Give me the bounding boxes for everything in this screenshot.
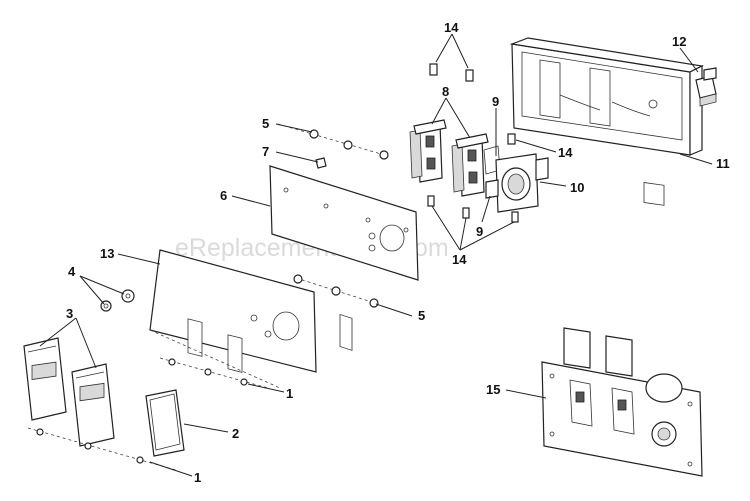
washer-pair [100,289,135,312]
screw-row-bottom [293,274,379,308]
callout-8: 8 [442,84,449,99]
duplex-receptacle-left [409,119,447,183]
outlet-box-housing [509,37,704,206]
callout-1-bottom: 1 [194,470,201,485]
callout-9-bottom: 9 [476,224,483,239]
clip-pair-top [429,63,474,82]
callout-6: 6 [220,188,227,203]
screw-set-mid [159,357,269,389]
callout-1-mid: 1 [286,386,293,401]
callout-9-top: 9 [492,94,499,109]
clip-single-mid [507,133,516,145]
callout-10: 10 [570,180,584,195]
callout-15: 15 [486,382,500,397]
switch-part [695,67,717,107]
callout-14-mid: 14 [558,145,573,160]
leader-lines [39,33,713,477]
callout-11: 11 [716,156,730,171]
clip-set-bottom [427,195,519,223]
callout-5-top: 5 [262,116,269,131]
gasket-plate [149,249,317,389]
outlet-cover-left [23,337,67,421]
callout-2: 2 [232,426,239,441]
callout-7: 7 [262,144,269,159]
callout-3: 3 [66,306,73,321]
screw-row-top [277,123,389,160]
duplex-receptacle-right [451,133,501,197]
callout-labels: 14 12 8 9 5 14 7 11 10 6 9 14 13 4 3 5 1… [66,20,730,485]
callout-5-bottom: 5 [418,308,425,323]
twistlock-cover [145,389,185,457]
callout-14-bottom: 14 [452,252,467,267]
screw-set-bottom [27,427,177,471]
screw-seven [315,157,327,169]
callout-13: 13 [100,246,114,261]
twist-lock-receptacle [485,153,549,213]
callout-14-top: 14 [444,20,459,35]
callout-12: 12 [672,34,686,49]
callout-4: 4 [68,264,76,279]
assembled-panel [541,327,703,477]
outlet-cover-right [71,363,115,447]
